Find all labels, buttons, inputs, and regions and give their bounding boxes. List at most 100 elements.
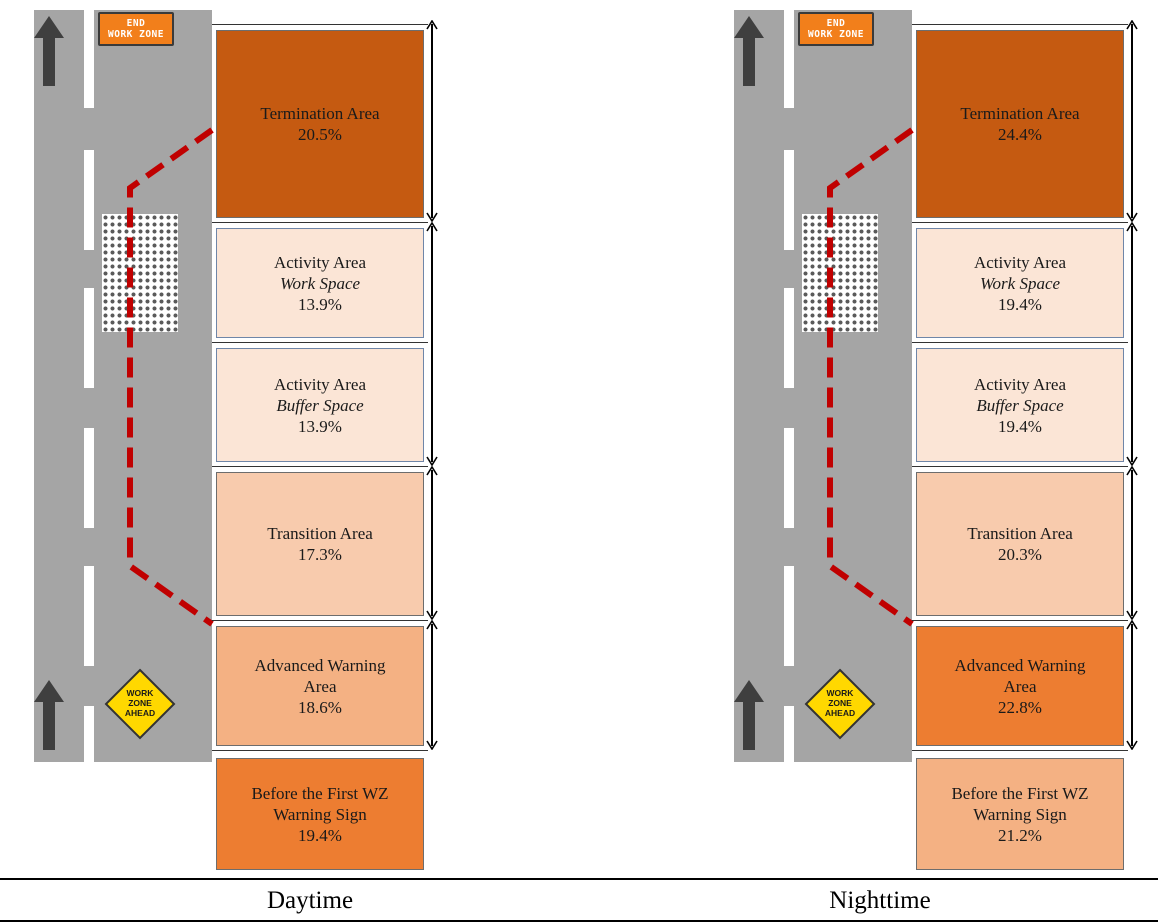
lane-marking [84,150,94,250]
buffer-space-area: Activity Area Buffer Space 19.4% [916,348,1124,462]
ahead-sign-line2: ZONE [828,698,852,708]
termination-title: Termination Area [260,104,380,123]
frame-line [912,466,1128,467]
daytime-panel: END WORK ZONE WORK ZONE AHEAD Terminatio… [0,0,560,870]
up-arrow-icon [34,680,64,750]
buffer-space-value: 19.4% [998,416,1042,436]
transition-value: 20.3% [998,545,1042,564]
lane-marking [784,288,794,388]
double-arrow-icon [1126,620,1138,750]
advanced-warning-title-line2: Area [1003,676,1037,696]
before-first-title-line1: Before the First WZ [951,783,1089,803]
work-space-area: Activity Area Work Space 13.9% [216,228,424,338]
dimension-arrow [424,222,440,466]
dimension-arrow [424,620,440,750]
advanced-warning-area: Advanced Warning Area 22.8% [916,626,1124,746]
buffer-space-area: Activity Area Buffer Space 13.9% [216,348,424,462]
double-arrow-icon [426,20,438,222]
buffer-space-title: Activity Area [273,374,367,394]
frame-line [212,620,428,621]
frame-line [912,750,1128,751]
lane-marking [784,706,794,762]
caption-bottom-rule [0,920,1158,922]
termination-value: 24.4% [998,125,1042,144]
end-work-zone-sign-icon: END WORK ZONE [798,12,874,46]
work-space-subtitle: Work Space [979,273,1061,293]
ahead-sign-line1: WORK [127,688,155,698]
before-first-value: 21.2% [998,825,1042,845]
dimension-arrow [1124,620,1140,750]
advanced-warning-area: Advanced Warning Area 18.6% [216,626,424,746]
termination-value: 20.5% [298,125,342,144]
advanced-warning-value: 22.8% [998,697,1042,717]
lane-marking [784,10,794,108]
nighttime-panel: END WORK ZONE WORK ZONE AHEAD Terminatio… [700,0,1158,870]
termination-area: Termination Area 20.5% [216,30,424,218]
end-sign-line2: WORK ZONE [108,29,164,40]
before-first-title-line2: Warning Sign [273,804,367,824]
transition-value: 17.3% [298,545,342,564]
lane-marking [784,150,794,250]
end-sign-line1: END [826,18,846,29]
work-space-hatch-pattern [802,214,878,332]
work-space-value: 13.9% [298,294,342,314]
daytime-caption: Daytime [266,887,354,914]
frame-line [212,342,428,343]
buffer-space-title: Activity Area [973,374,1067,394]
lane-marking [84,428,94,528]
before-first-title-line2: Warning Sign [973,804,1067,824]
double-arrow-icon [426,222,438,466]
ahead-sign-line3: AHEAD [825,708,855,718]
frame-line [912,222,1128,223]
advanced-warning-value: 18.6% [298,697,342,717]
dimension-arrow [1124,20,1140,222]
end-sign-line2: WORK ZONE [808,29,864,40]
transition-title: Transition Area [267,524,373,543]
double-arrow-icon [426,620,438,750]
work-zone-ahead-sign-icon: WORK ZONE AHEAD [104,668,176,740]
advanced-warning-title-line1: Advanced Warning [954,655,1086,675]
frame-line [212,466,428,467]
before-first-title-line1: Before the First WZ [251,783,389,803]
termination-title: Termination Area [960,104,1080,123]
caption-top-rule [0,878,1158,880]
up-arrow-icon [734,16,764,86]
road [734,10,912,762]
ahead-sign-line1: WORK [827,688,855,698]
lane-marking [84,288,94,388]
before-first-sign-area: Before the First WZ Warning Sign 19.4% [216,758,424,870]
work-zone-ahead-sign-icon: WORK ZONE AHEAD [804,668,876,740]
double-arrow-icon [1126,222,1138,466]
work-space-title: Activity Area [273,252,367,272]
dimension-arrow [1124,466,1140,620]
work-space-value: 19.4% [998,294,1042,314]
cone-taper-line [827,127,914,627]
lane-marking [84,566,94,666]
frame-line [212,750,428,751]
transition-area: Transition Area 20.3% [916,472,1124,616]
ahead-sign-line2: ZONE [128,698,152,708]
before-first-value: 19.4% [298,825,342,845]
work-space-area: Activity Area Work Space 19.4% [916,228,1124,338]
work-space-title: Activity Area [973,252,1067,272]
double-arrow-icon [1126,20,1138,222]
frame-line [912,24,1128,25]
end-work-zone-sign-icon: END WORK ZONE [98,12,174,46]
work-space-subtitle: Work Space [279,273,361,293]
frame-line [212,222,428,223]
dimension-arrow [424,20,440,222]
before-first-sign-area: Before the First WZ Warning Sign 21.2% [916,758,1124,870]
buffer-space-value: 13.9% [298,416,342,436]
dimension-arrow [1124,222,1140,466]
work-space-hatch-pattern [102,214,178,332]
transition-title: Transition Area [967,524,1073,543]
buffer-space-subtitle: Buffer Space [276,395,364,415]
dimension-arrow [424,466,440,620]
up-arrow-icon [734,680,764,750]
end-sign-line1: END [126,18,146,29]
buffer-space-subtitle: Buffer Space [976,395,1064,415]
up-arrow-icon [34,16,64,86]
lane-marking [784,428,794,528]
double-arrow-icon [1126,466,1138,620]
double-arrow-icon [426,466,438,620]
